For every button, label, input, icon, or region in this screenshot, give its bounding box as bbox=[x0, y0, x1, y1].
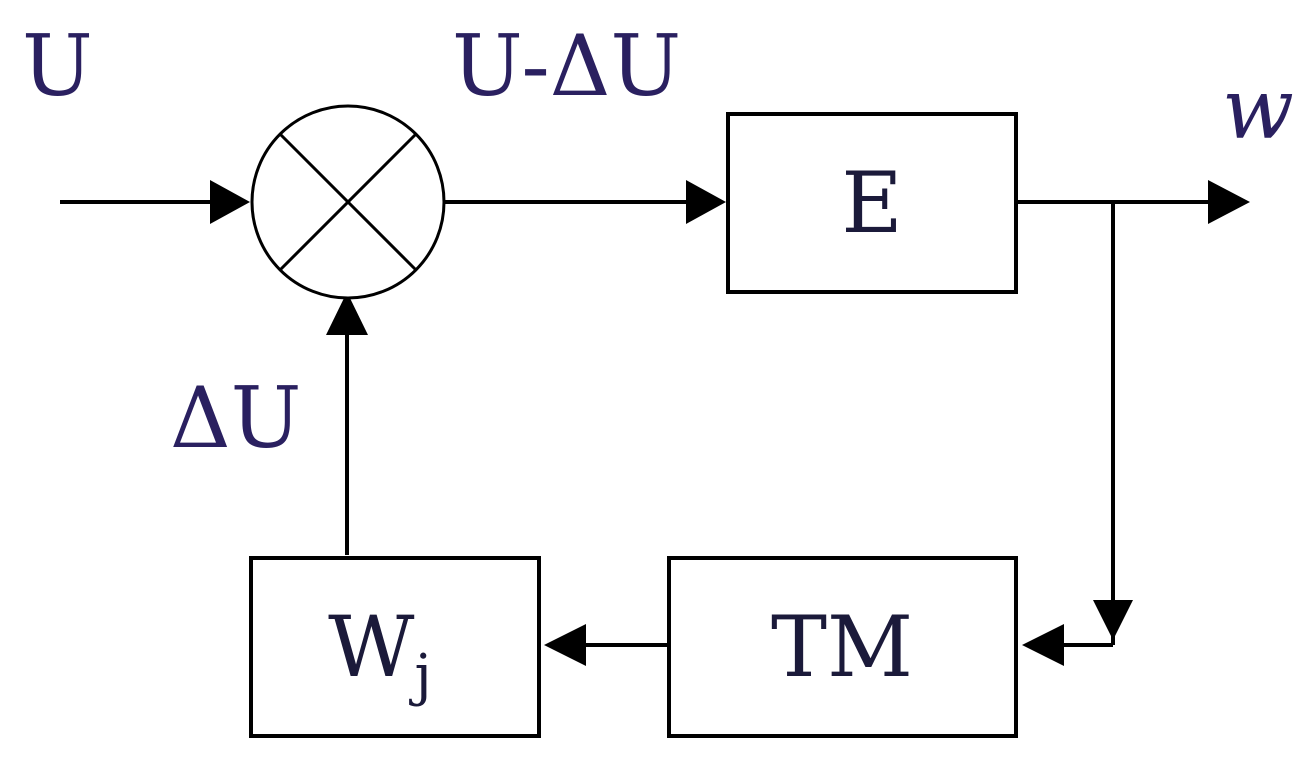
input-arrowhead bbox=[210, 180, 250, 224]
feedback-signal-label: ΔU bbox=[170, 369, 301, 467]
block-wj-main: W bbox=[328, 598, 415, 696]
block-e-label: E bbox=[841, 154, 902, 252]
block-e: E bbox=[726, 112, 1018, 294]
output-arrowhead bbox=[1208, 180, 1250, 224]
down-branch-arrowhead bbox=[1093, 600, 1133, 640]
wj-input-arrowhead bbox=[544, 624, 586, 666]
block-tm-label: TM bbox=[771, 598, 913, 696]
feedback-arrowhead bbox=[326, 292, 368, 335]
input-signal-label: U bbox=[22, 17, 93, 115]
summing-junction bbox=[250, 104, 446, 300]
error-signal-label: U-ΔU bbox=[452, 17, 681, 115]
block-wj: Wj bbox=[249, 556, 541, 738]
block-tm: TM bbox=[667, 556, 1018, 738]
block-wj-label: Wj bbox=[328, 598, 432, 708]
output-signal-label: w bbox=[1222, 60, 1294, 158]
tm-input-arrowhead bbox=[1022, 624, 1064, 666]
block-wj-subscript: j bbox=[408, 643, 431, 708]
e-input-arrowhead bbox=[686, 180, 726, 224]
